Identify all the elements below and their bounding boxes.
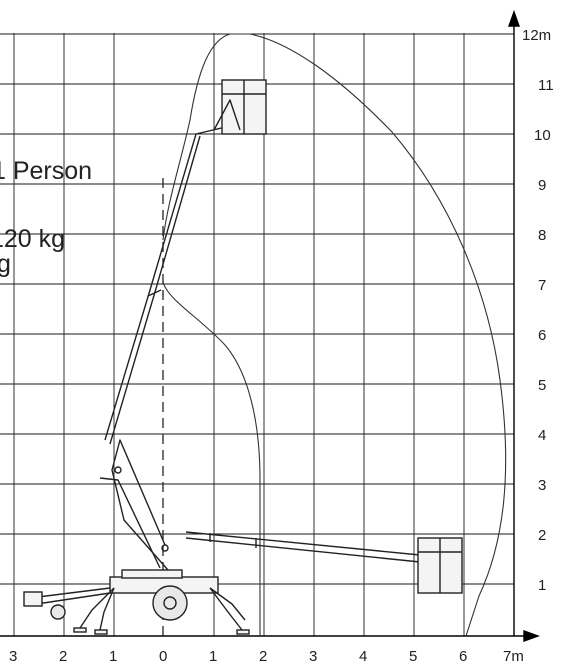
lower-arm-system [99,439,169,571]
y-tick-6: 6 [538,327,546,344]
outrigger-left-rear [99,587,115,631]
y-tick-5: 5 [538,377,546,394]
y-tick-7: 7 [538,277,546,294]
x-tick-left-2: 2 [59,648,67,665]
lower-arm [111,439,169,571]
y-axis-arrow [508,9,520,27]
y-tick-10: 10 [534,127,551,144]
x-tick-labels: 3 2 1 0 1 2 3 4 5 6 7m [9,648,524,665]
y-tick-labels: 12m 11 10 9 8 7 6 5 4 3 2 1 [522,27,554,594]
x-tick-0: 0 [159,648,167,665]
y-tick-8: 8 [538,227,546,244]
chassis [23,569,250,635]
hitch [23,591,43,607]
turntable [121,569,183,579]
outreach-boom-bottom [185,537,421,563]
pivot [161,544,169,552]
basket-support [213,99,241,131]
y-tick-9: 9 [538,177,546,194]
spec-persons: 1 Person [0,157,92,185]
y-tick-11: 11 [538,77,554,94]
raised-boom-upper [104,133,197,441]
x-tick-6: 6 [459,648,467,665]
y-tick-4: 4 [538,427,546,444]
outer-working-envelope [162,33,507,637]
x-tick-4: 4 [359,648,367,665]
y-tick-3: 3 [538,477,546,494]
outreach-basket [417,537,463,594]
foot-pad [73,627,87,633]
x-tick-7m: 7m [503,648,524,665]
inner-working-envelope [162,281,261,636]
jockey-wheel [50,604,66,620]
foot-pad [236,629,250,635]
y-tick-12: 12m [522,27,551,44]
raised-boom-rail [147,289,162,297]
outreach-boom-top [185,531,421,556]
lower-arm-link [99,477,161,569]
spec-load: 120 kg [0,225,65,253]
outrigger-right-rear [209,587,246,621]
spec-text: 1 Person 120 kg g [0,157,92,278]
axes [0,9,541,642]
spec-load-fragment: g [0,250,11,278]
x-tick-3: 3 [309,648,317,665]
y-tick-2: 2 [538,527,546,544]
raised-basket [213,79,267,135]
outreach-boom [185,531,421,563]
x-tick-2: 2 [259,648,267,665]
y-tick-1: 1 [538,577,546,594]
x-tick-1: 1 [209,648,217,665]
x-tick-left-3: 3 [9,648,17,665]
pivot [114,466,122,474]
drawbar [29,587,111,599]
raised-boom [104,125,231,445]
x-tick-left-1: 1 [109,648,117,665]
main-wheel-hub [163,596,177,610]
x-tick-5: 5 [409,648,417,665]
outrigger-left-front [79,587,115,629]
foot-pad [94,629,108,635]
x-axis-arrow [523,630,541,642]
main-wheel [152,585,188,621]
drawbar-lower [29,592,111,606]
outrigger-right-front [209,587,243,631]
raised-boom-lower [109,135,201,445]
